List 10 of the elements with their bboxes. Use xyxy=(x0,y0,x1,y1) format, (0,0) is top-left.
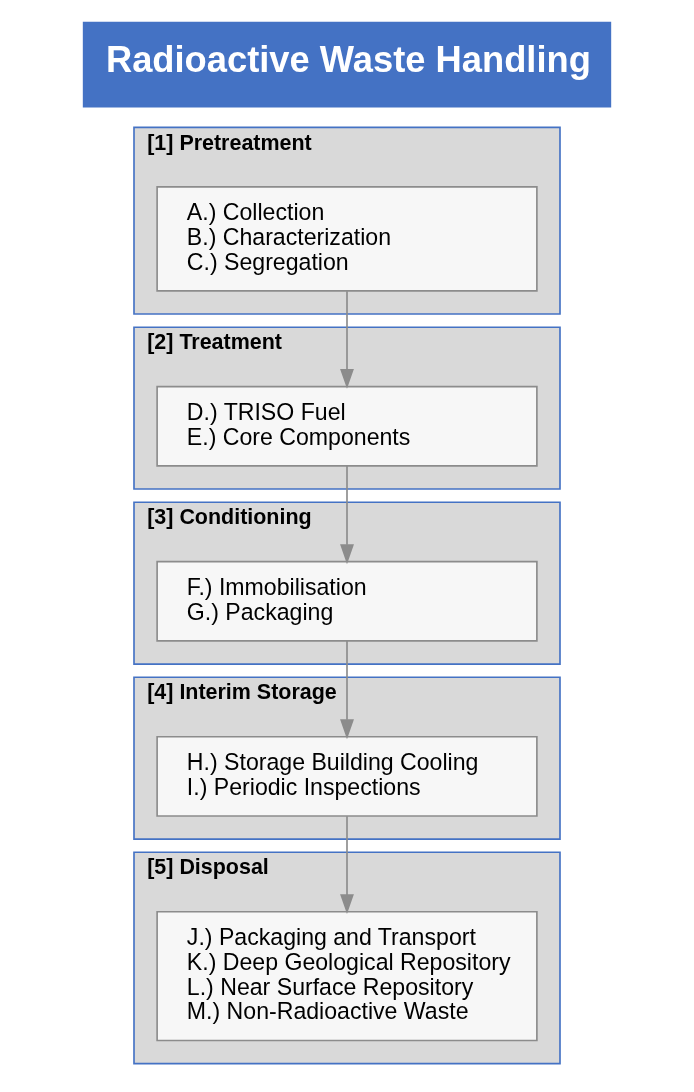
arrow xyxy=(340,815,354,914)
arrow xyxy=(340,465,354,565)
arrow xyxy=(340,290,354,389)
diagram-title: Radioactive Waste Handling xyxy=(105,39,591,81)
node-box: H.) Storage Building Cooling I.) Periodic Inspections xyxy=(156,735,538,817)
arrow xyxy=(340,640,354,740)
node-box: A.) Collection B.) Characterization C.) Segregation xyxy=(156,186,538,292)
node-box: D.) TRISO Fuel E.) Core Components xyxy=(156,385,538,467)
node-box: J.) Packaging and Transport K.) Deep Geological Repository L.) Near Surface Repository M.) Non-Radioactive Waste xyxy=(156,910,538,1042)
node-box: F.) Immobilisation G.) Packaging xyxy=(156,560,538,642)
